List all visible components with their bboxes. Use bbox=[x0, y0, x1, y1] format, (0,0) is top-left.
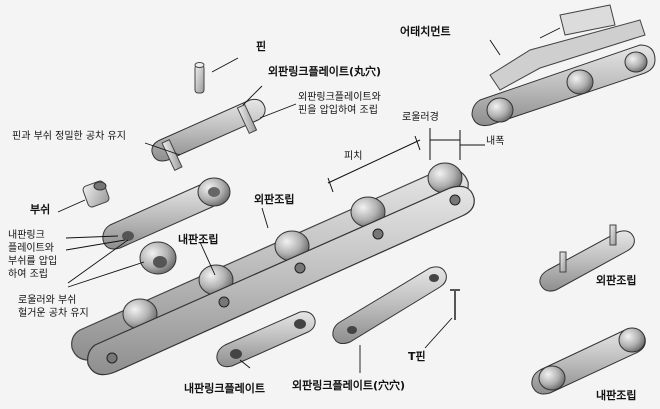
label-pin: 핀 bbox=[256, 40, 267, 53]
label-outer-plate-press-fit-2: 핀을 압입하여 조립 bbox=[298, 105, 378, 116]
leader-lines bbox=[57, 27, 561, 373]
label-inner-plate-press-3: 부쉬를 압입 bbox=[8, 256, 58, 267]
label-inner-plate-press-2: 플레이트와 bbox=[8, 243, 54, 254]
label-roller-bush-1: 로울러와 부쉬 bbox=[18, 295, 77, 306]
label-attachment: 어태치먼트 bbox=[400, 25, 451, 38]
outer-link-plate-loose bbox=[332, 266, 447, 344]
label-inner-assembly-right: 내판조립 bbox=[596, 389, 637, 402]
label-pitch: 피치 bbox=[344, 151, 363, 162]
label-inner-assembly-main: 내판조립 bbox=[178, 233, 219, 246]
label-pin-bush-tolerance: 핀과 부쉬 정밀한 공차 유지 bbox=[12, 131, 126, 142]
label-roller-diameter: 로울러경 bbox=[402, 112, 439, 123]
label-bush: 부쉬 bbox=[30, 203, 51, 216]
loose-pin bbox=[194, 62, 205, 94]
label-roller-bush-2: 헐거운 공차 유지 bbox=[18, 308, 89, 319]
dimension-lines bbox=[327, 128, 485, 193]
bush-part bbox=[82, 180, 110, 208]
loose-roller bbox=[139, 241, 177, 275]
label-inner-width: 내폭 bbox=[486, 136, 505, 147]
label-outer-link-plate-round: 외판링크플레이트(丸穴) bbox=[268, 65, 382, 78]
inner-plate-with-bush bbox=[102, 177, 231, 250]
main-chain-front-plates bbox=[87, 185, 475, 376]
outer-plate-with-pins bbox=[151, 98, 266, 171]
label-outer-assembly-right: 외판조립 bbox=[596, 274, 637, 287]
label-outer-plate-press-fit-1: 외판링크플레이트와 bbox=[298, 92, 381, 103]
label-inner-plate-press-4: 하여 조립 bbox=[8, 269, 48, 280]
label-inner-plate-press-1: 내판링크 bbox=[8, 230, 45, 241]
t-pin-part bbox=[450, 289, 460, 320]
label-inner-link-plate: 내판링크플레이트 bbox=[184, 382, 265, 395]
outer-assembly-right-part bbox=[539, 224, 635, 292]
label-outer-link-plate-holes: 외판링크플레이트(穴穴) bbox=[292, 379, 406, 392]
label-t-pin: T핀 bbox=[408, 350, 426, 363]
label-outer-assembly-main: 외판조립 bbox=[254, 193, 295, 206]
inner-link-plate-loose bbox=[216, 311, 316, 368]
inner-assembly-right-part bbox=[531, 327, 646, 395]
attachment-chain bbox=[471, 4, 656, 126]
